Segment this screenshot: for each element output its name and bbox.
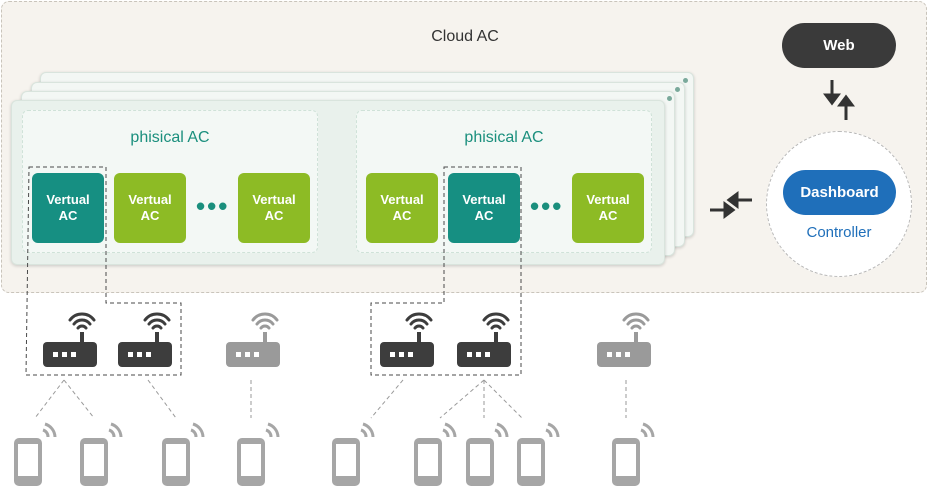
- physical-ac-2-label: phisical AC: [464, 129, 544, 146]
- router-wifi-icon: [380, 312, 434, 367]
- virtual-ac-line1: Vertual: [46, 192, 90, 207]
- stack-dot: [683, 78, 688, 83]
- virtual-ac-1-3: Vertual AC: [238, 173, 310, 243]
- virtual-ac-line1: Vertual: [128, 192, 172, 207]
- controller-label: Controller: [806, 224, 872, 241]
- router-wifi-icon: [226, 312, 280, 367]
- virtual-ac-line1: Vertual: [462, 192, 506, 207]
- router-wifi-icon: [597, 312, 651, 367]
- ellipsis-dots: •••: [196, 191, 230, 221]
- virtual-ac-line2: AC: [264, 208, 284, 223]
- router-wifi-icon: [43, 312, 97, 367]
- virtual-ac-line2: AC: [392, 208, 412, 223]
- router-wifi-icon: [457, 312, 511, 367]
- stack-dot: [675, 87, 680, 92]
- virtual-ac-1-2: Vertual AC: [114, 173, 186, 243]
- smartphone-wifi-icon: [162, 422, 205, 486]
- virtual-ac-line1: Vertual: [586, 192, 630, 207]
- router-wifi-icon: [118, 312, 172, 367]
- ap-phone-links: [34, 379, 627, 419]
- vac-group-outline-1: [25, 166, 182, 376]
- virtual-ac-2-1: Vertual AC: [366, 173, 438, 243]
- virtual-ac-line2: AC: [140, 208, 160, 223]
- virtual-ac-1-1: Vertual AC: [32, 173, 104, 243]
- smartphone-wifi-icon: [517, 422, 560, 486]
- virtual-ac-line1: Vertual: [252, 192, 296, 207]
- dashboard-button[interactable]: Dashboard: [783, 170, 896, 215]
- smartphone-wifi-icon: [80, 422, 123, 486]
- smartphone-wifi-icon: [414, 422, 457, 486]
- ellipsis-dots: •••: [530, 191, 564, 221]
- stack-dot: [667, 96, 672, 101]
- exchange-arrows-icon: [710, 191, 752, 219]
- smartphone-wifi-icon: [237, 422, 280, 486]
- virtual-ac-2-3: Vertual AC: [572, 173, 644, 243]
- smartphone-wifi-icon: [14, 422, 57, 486]
- cloud-ac-title: Cloud AC: [431, 28, 499, 45]
- smartphone-wifi-icon: [612, 422, 655, 486]
- smartphone-wifi-icon: [332, 422, 375, 486]
- exchange-arrows-icon: [823, 80, 855, 120]
- vac-group-outline-2: [370, 166, 522, 376]
- physical-ac-1-label: phisical AC: [130, 129, 210, 146]
- virtual-ac-line2: AC: [58, 208, 78, 223]
- web-button[interactable]: Web: [782, 23, 896, 68]
- virtual-ac-line2: AC: [598, 208, 618, 223]
- virtual-ac-line2: AC: [474, 208, 494, 223]
- virtual-ac-line1: Vertual: [380, 192, 424, 207]
- virtual-ac-2-2: Vertual AC: [448, 173, 520, 243]
- smartphone-wifi-icon: [466, 422, 509, 486]
